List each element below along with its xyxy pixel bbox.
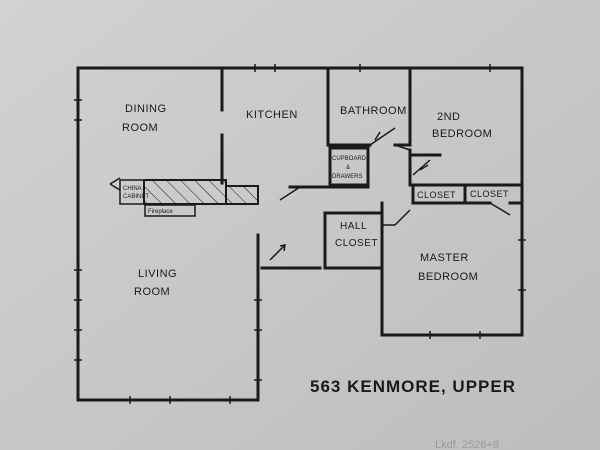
master-bedroom-label-1: MASTER [420,252,469,264]
kitchen-label: KITCHEN [246,109,298,121]
bathroom-label: BATHROOM [340,105,407,117]
cupboard-label-3: DRAWERS [332,174,362,180]
cupboard-label-1: CUPBOARD [332,156,367,162]
cupboard-label-2: & [346,165,350,171]
plan-title: 563 KENMORE, UPPER [310,377,516,396]
room-labels: DINING ROOM KITCHEN BATHROOM 2ND BEDROOM… [122,103,509,298]
fireplace-and-cabinet: CHINA CABINET Fireplace [109,177,259,217]
closet-2-label: CLOSET [470,189,509,199]
master-bedroom-label-2: BEDROOM [418,271,478,283]
door-swings [269,127,511,261]
china-cabinet-label-1: CHINA [123,186,142,192]
closet-1-label: CLOSET [417,190,456,200]
living-room-label-2: ROOM [134,286,170,298]
fireplace-label: Fireplace [148,209,173,215]
hall-closet-label-1: HALL [340,221,367,232]
dining-room-label-1: DINING [125,103,167,115]
hall-closet-label-2: CLOSET [335,238,378,249]
china-cabinet-label-2: CABINET [123,194,149,200]
living-room-label-1: LIVING [138,268,177,280]
bedroom2-label-1: 2ND [437,111,461,123]
window-ticks [74,64,526,404]
walls [76,66,524,402]
bedroom2-label-2: BEDROOM [432,128,492,140]
footer-note: Lkdf. 2526+8 [435,439,499,450]
dining-room-label-2: ROOM [122,122,158,134]
